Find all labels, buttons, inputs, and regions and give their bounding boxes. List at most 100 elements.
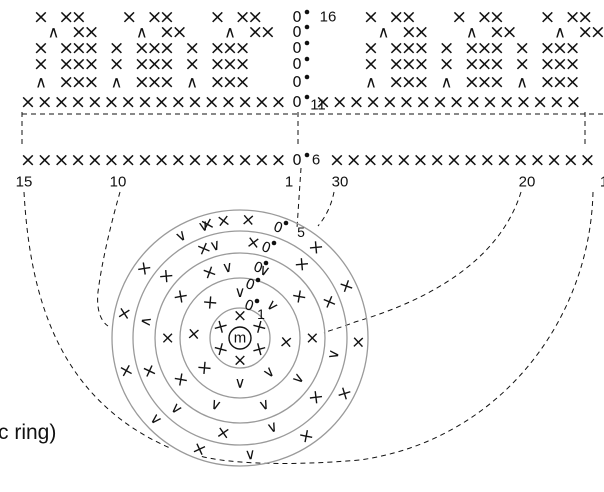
- sc-stitch: ×: [451, 6, 467, 28]
- chain-stitch: 0: [292, 93, 302, 111]
- sc-stitch: ×: [396, 149, 412, 171]
- sc-stitch: ×: [71, 37, 87, 59]
- sc-stitch: ×: [194, 237, 215, 261]
- sc-stitch: ×: [399, 91, 415, 113]
- inc-stitch: ∧: [136, 314, 156, 328]
- sc-stitch: ×: [401, 21, 417, 43]
- sc-stitch: ×: [463, 149, 479, 171]
- sc-stitch: ×: [439, 37, 455, 59]
- sc-stitch: ×: [489, 71, 505, 93]
- sc-stitch: ×: [33, 53, 49, 75]
- sc-stitch: ×: [137, 91, 153, 113]
- sc-stitch: ×: [449, 91, 465, 113]
- sc-stitch: ×: [363, 6, 379, 28]
- sc-stitch: ×: [138, 361, 162, 381]
- chain-stitch: 0: [292, 55, 302, 73]
- sc-stitch: ×: [113, 304, 136, 322]
- sc-stitch: ×: [271, 91, 287, 113]
- inc-stitch: ∧: [244, 446, 257, 465]
- sc-stitch: ×: [33, 37, 49, 59]
- sc-stitch: ×: [476, 71, 492, 93]
- dashed-guide-line: [323, 191, 522, 334]
- sc-stitch: ×: [187, 149, 203, 171]
- sc-stitch: ×: [184, 37, 200, 59]
- sc-stitch: ×: [37, 91, 53, 113]
- sc-stitch: ×: [146, 71, 162, 93]
- stitch-number-1-right: 1: [600, 174, 604, 191]
- sc-stitch: ×: [237, 91, 253, 113]
- inc-stitch: ∧: [111, 73, 123, 92]
- sc-stitch: ×: [154, 149, 170, 171]
- sc-stitch: ×: [413, 149, 429, 171]
- sc-stitch: ×: [363, 53, 379, 75]
- sc-stitch: ×: [159, 6, 175, 28]
- sc-stitch: ×: [513, 149, 529, 171]
- sc-stitch: ×: [154, 264, 178, 288]
- dec-stitch: ∨: [221, 257, 235, 277]
- sc-stitch: ×: [401, 53, 417, 75]
- round-ring: [154, 252, 326, 424]
- inc-stitch: ∧: [260, 363, 280, 384]
- sc-stitch: ×: [53, 149, 69, 171]
- inc-stitch: ∧: [256, 395, 272, 416]
- sc-stitch: ×: [233, 306, 247, 326]
- slip-stitch-dot: [304, 56, 310, 62]
- inc-stitch: ∧: [441, 73, 453, 92]
- sc-stitch: ×: [159, 21, 175, 43]
- sc-stitch: ×: [546, 149, 562, 171]
- sc-stitch: ×: [401, 6, 417, 28]
- sc-stitch: ×: [539, 53, 555, 75]
- sc-stitch: ×: [115, 361, 138, 380]
- round-ring: [132, 230, 348, 446]
- sc-stitch: ×: [198, 213, 217, 236]
- slip-stitch-dot: [304, 40, 310, 46]
- sc-stitch: ×: [382, 91, 398, 113]
- sc-stitch: ×: [235, 53, 251, 75]
- sc-stitch: ×: [332, 91, 348, 113]
- sc-stitch: ×: [549, 91, 565, 113]
- inc-stitch: ∧: [288, 370, 309, 389]
- sc-stitch: ×: [58, 53, 74, 75]
- round-ring: [209, 307, 271, 369]
- sc-stitch: ×: [514, 37, 530, 59]
- sc-stitch: ×: [134, 53, 150, 75]
- sc-stitch: ×: [71, 6, 87, 28]
- sc-stitch: ×: [199, 291, 223, 315]
- chain-stitch: 0: [259, 239, 273, 257]
- sc-stitch: ×: [20, 91, 36, 113]
- sc-stitch: ×: [315, 91, 331, 113]
- sc-stitch: ×: [220, 91, 236, 113]
- sc-stitch: ×: [71, 71, 87, 93]
- sc-stitch: ×: [33, 6, 49, 28]
- sc-stitch: ×: [271, 149, 287, 171]
- sc-stitch: ×: [190, 437, 210, 461]
- chain-stitch: 0: [292, 23, 302, 41]
- sc-stitch: ×: [170, 149, 186, 171]
- sc-stitch: ×: [83, 53, 99, 75]
- sc-stitch: ×: [204, 149, 220, 171]
- row-6-label: 6: [312, 152, 320, 169]
- sc-stitch: ×: [365, 91, 381, 113]
- sc-stitch: ×: [260, 21, 276, 43]
- sc-stitch: ×: [348, 335, 368, 350]
- sc-stitch: ×: [158, 331, 178, 345]
- sc-stitch: ×: [172, 21, 188, 43]
- dec-stitch: ∨: [172, 225, 191, 246]
- sc-stitch: ×: [476, 6, 492, 28]
- sc-stitch: ×: [37, 149, 53, 171]
- slip-stitch-dot: [304, 74, 310, 80]
- sc-stitch: ×: [482, 91, 498, 113]
- slip-stitch-dot: [255, 277, 261, 283]
- inc-stitch: ∧: [207, 395, 223, 416]
- sc-stitch: ×: [254, 91, 270, 113]
- magic-ring-label: m: [234, 330, 247, 347]
- sc-stitch: ×: [104, 149, 120, 171]
- inc-stitch: ∧: [516, 73, 528, 92]
- slip-stitch-dot: [304, 94, 310, 100]
- sc-stitch: ×: [58, 71, 74, 93]
- dec-stitch: ∨: [235, 283, 246, 301]
- slip-stitch-dot: [271, 240, 277, 246]
- inc-stitch: ∧: [35, 73, 47, 92]
- dashed-guide-line: [97, 191, 121, 327]
